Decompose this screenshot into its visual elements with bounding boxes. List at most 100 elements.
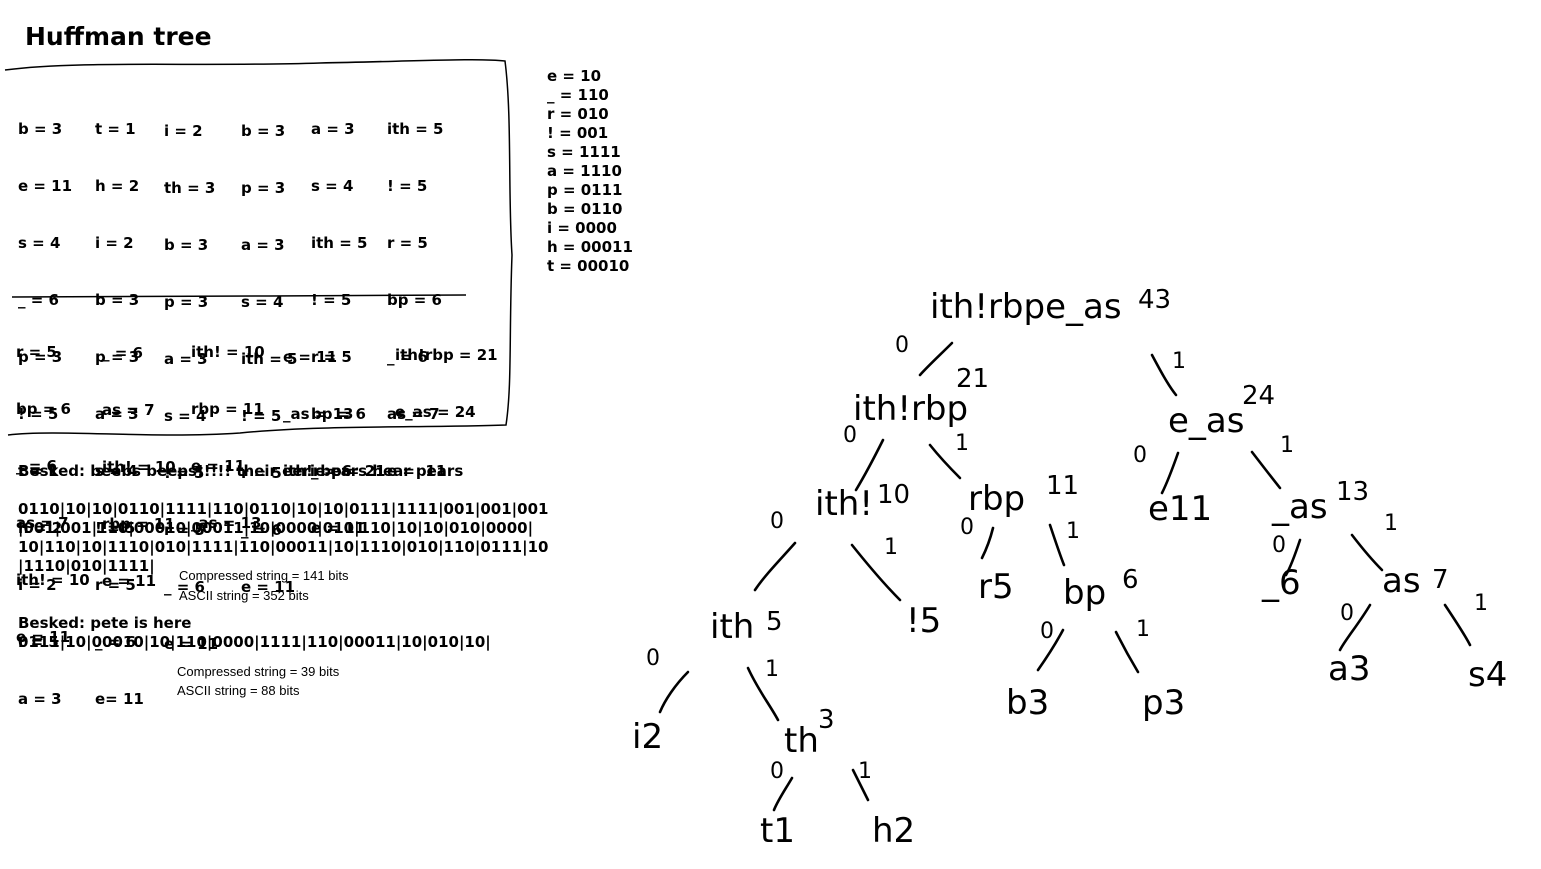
tree-node-as: as	[1382, 561, 1421, 601]
tree-edge	[1160, 451, 1180, 495]
example2-compressed: Compressed string = 39 bits	[177, 664, 340, 679]
tree-edge	[918, 341, 954, 377]
code-entry: t = 00010	[547, 257, 630, 275]
code-entry: h = 00011	[547, 238, 633, 256]
step-entry: ! = 5	[18, 405, 59, 423]
step-entry: r = 5	[18, 633, 59, 651]
step-entry: _as = 13	[283, 405, 354, 423]
step-entry: a = 3	[95, 405, 139, 423]
step-entry: e = 11	[164, 635, 219, 653]
tree-node-count: 7	[1432, 565, 1449, 595]
step-entry: ith! = 10	[191, 343, 265, 361]
tree-leaf-h: h2	[872, 811, 915, 851]
tree-node-count: 6	[1122, 565, 1139, 595]
edge-bit-label: 1	[1066, 519, 1080, 544]
tree-leaf-p: p3	[1142, 683, 1185, 723]
step-column-1: b = 3 e = 11 s = 4 _ = 6 p = 3 ! = 5 t =…	[18, 82, 72, 728]
tree-edge	[1150, 353, 1178, 397]
tree-node-ith-ex: ith!	[815, 484, 873, 524]
tree-leaf-b: b3	[1006, 683, 1049, 723]
edge-bit-label: 0	[646, 646, 660, 671]
step-entry: ! = 5	[311, 291, 352, 309]
step-entry: ith! = 10	[16, 571, 90, 589]
tree-leaf-i: i2	[632, 717, 663, 757]
tree-node-root: ith!rbpe_as	[930, 287, 1122, 327]
bits-line: |001|001|110|00010|00011|10|0000|010|110…	[18, 519, 534, 537]
step-entry: r = 5	[387, 234, 428, 252]
step-entry: bp = 6	[387, 291, 442, 309]
step-entry: rbp = 11	[102, 515, 175, 533]
step-entry: e = 11	[241, 578, 296, 596]
step-entry: e= 11	[95, 690, 144, 708]
step-entry: p = 3	[241, 179, 286, 197]
step-column-11: ith!rbp = 21 e_as = 24	[395, 308, 498, 441]
edge-bit-label: 1	[858, 759, 872, 784]
code-entry: r = 010	[547, 105, 609, 123]
tree-node-count: 3	[818, 705, 835, 735]
tree-node-e: e11	[1148, 489, 1212, 529]
edge-bit-label: 1	[1136, 617, 1150, 642]
tree-node-ith-rbp: ith!rbp	[853, 389, 968, 429]
example2-heading: Besked: pete is here	[18, 614, 192, 632]
tree-node-count: 21	[956, 364, 989, 394]
step-entry: b = 3	[18, 120, 63, 138]
tree-node-ex: !5	[906, 601, 941, 641]
step-entry: a = 3	[18, 690, 62, 708]
step-entry: r = 5	[241, 464, 282, 482]
step-entry: e = 11	[283, 348, 338, 366]
step-entry: th = 3	[164, 179, 216, 197]
tree-node-count: 10	[877, 480, 910, 510]
step-entry: ith! = 10	[102, 458, 176, 476]
example1-compressed: Compressed string = 141 bits	[179, 568, 349, 583]
bits-line: |1110|010|1111|	[18, 557, 155, 575]
step-entry: bp = 6	[16, 400, 71, 418]
page-title: Huffman tree	[25, 22, 212, 51]
huffman-tree-diagram: 0 1 0 1 0 1 0 1 0 1 0 1 0 1 0 1 0 1 0 1 …	[632, 285, 1507, 851]
step-entry: b = 3	[95, 291, 140, 309]
edge-bit-label: 1	[955, 431, 969, 456]
bits-line: 10|110|10|1110|010|1111|110|00011|10|111…	[18, 538, 549, 556]
edge-bit-label: 0	[843, 423, 857, 448]
tree-node-rbp: rbp	[968, 479, 1025, 519]
tree-edge	[746, 666, 780, 722]
example2-bits: 0111|10|00010|10|110|0000|1111|110|00011…	[18, 633, 491, 651]
code-entry: s = 1111	[547, 143, 621, 161]
edge-bit-label: 0	[1040, 619, 1054, 644]
tree-edge	[1338, 603, 1372, 652]
step-entry: h = 2	[95, 177, 140, 195]
step-entry: _ = 6	[241, 521, 282, 539]
code-entry: i = 0000	[547, 219, 617, 237]
step-entry: i = 2	[95, 234, 134, 252]
bits-line: 0110|10|10|0110|1111|110|0110|10|10|0111…	[18, 500, 549, 518]
tree-edge	[1350, 533, 1384, 572]
step-entry: ! = 5	[164, 464, 205, 482]
example1-heading: Besked: beebs beeps!!!!! their eerie ear…	[18, 462, 464, 480]
tree-node-bp: bp	[1063, 573, 1106, 613]
code-entry: e = 10	[547, 67, 602, 85]
step-entry: i = 2	[164, 122, 203, 140]
tree-edge	[658, 670, 690, 714]
step-entry: as = 7	[16, 514, 69, 532]
code-table: e = 10 _ = 110 r = 010 ! = 001 s = 1111 …	[547, 67, 633, 276]
step-column-2: t = 1 h = 2 i = 2 b = 3 p = 3 a = 3 s = …	[95, 82, 144, 728]
tree-node-r: r5	[978, 567, 1014, 607]
step-entry: r = 5	[95, 576, 136, 594]
step-entry: ! = 5	[95, 519, 136, 537]
tree-node-count: 11	[1046, 471, 1079, 501]
tree-node-e-as: e_as	[1168, 401, 1244, 441]
edge-bit-label: 0	[770, 759, 784, 784]
tree-node-ith: ith	[710, 607, 754, 647]
step-entry: a = 3	[311, 120, 355, 138]
tree-edge	[753, 541, 797, 592]
edge-bit-label: 0	[960, 515, 974, 540]
step-column-8: _ = 6 as = 7 ith! = 10 rbp = 11 e = 11	[102, 306, 176, 610]
tree-leaf-t: t1	[760, 811, 795, 851]
step-entry: ith!rbp = 21	[395, 346, 498, 364]
tree-edge	[1284, 538, 1302, 577]
step-entry: b = 3	[241, 122, 286, 140]
step-entry: s = 4	[95, 462, 138, 480]
step-entry: ith = 5	[241, 350, 298, 368]
step-column-7: r = 5 bp = 6 _ = 6 as = 7 ith! = 10 e = …	[16, 305, 90, 666]
step-entry: a = 3	[241, 236, 285, 254]
code-entry: p = 0111	[547, 181, 623, 199]
